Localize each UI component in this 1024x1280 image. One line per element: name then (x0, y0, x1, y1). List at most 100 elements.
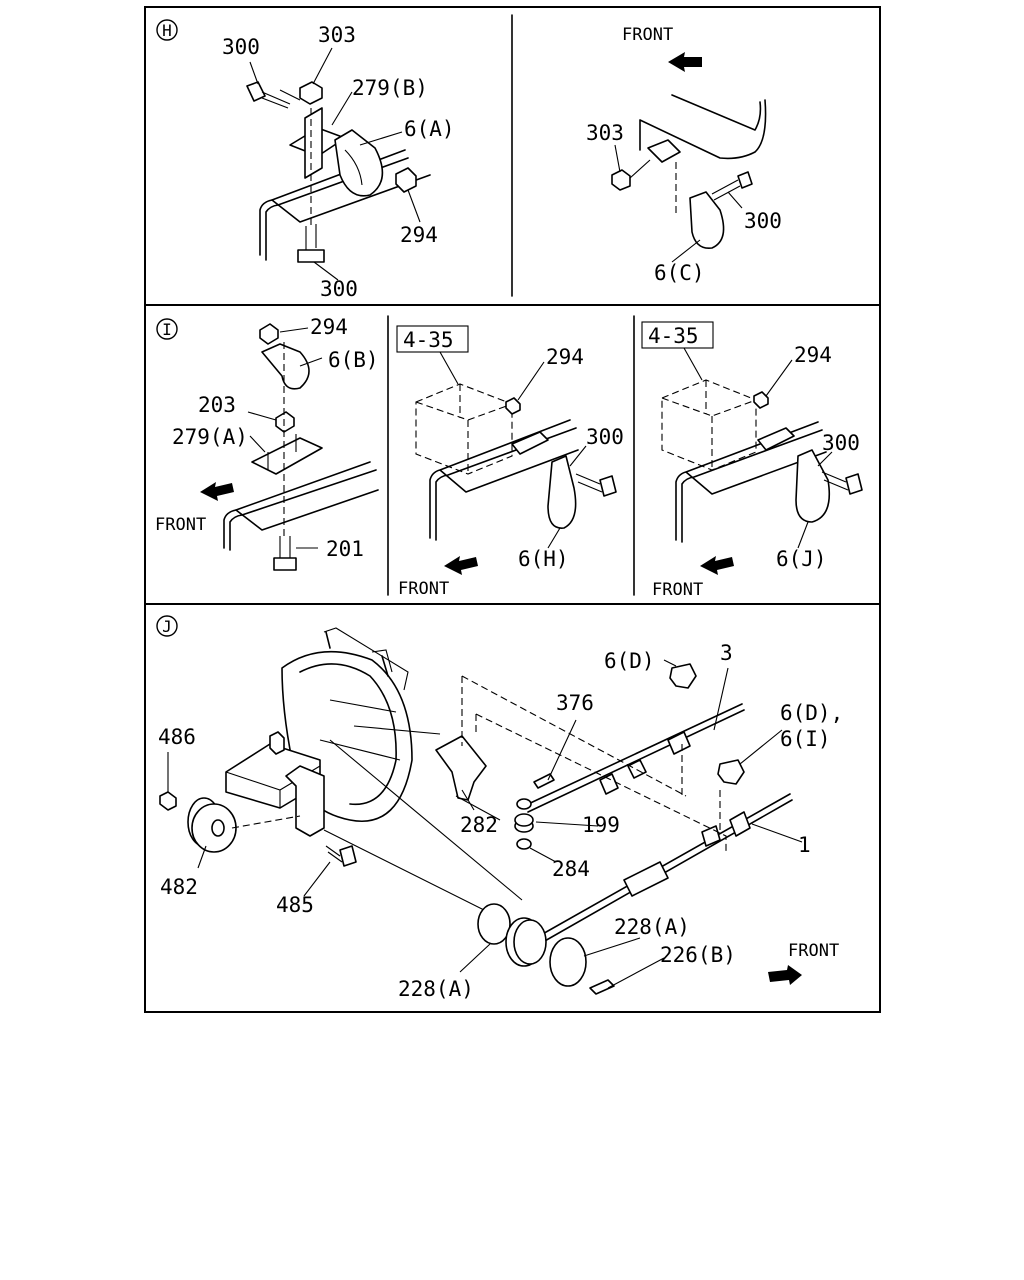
label-228a-left: 228(A) (398, 977, 474, 1001)
label-3: 3 (720, 641, 733, 665)
clip-6i-icon (717, 759, 745, 785)
front-arrow-icon (768, 965, 802, 985)
clip-376-icon (533, 773, 555, 789)
bracket-279b-upright (304, 107, 323, 179)
bushing-228a-icon (505, 917, 547, 967)
frame-rail (259, 149, 409, 261)
label-6d-comma: 6(D), (780, 701, 843, 725)
bolt-300-icon (246, 81, 291, 109)
nut-303-right-icon (611, 169, 631, 191)
front-arrow-icon (668, 52, 702, 72)
front-label-j: FRONT (788, 941, 839, 961)
front-label: FRONT (622, 25, 673, 45)
washer-228a-left-icon (477, 903, 511, 945)
label-294-i-mid: 294 (546, 345, 584, 369)
washer-284-icon (516, 838, 532, 850)
svg-text:I: I (162, 320, 172, 339)
frame-rail-edge (271, 174, 431, 223)
bolt-201-icon (273, 536, 297, 571)
label-228a-right: 228(A) (614, 915, 690, 939)
front-label-i-mid: FRONT (398, 579, 449, 599)
bracket-right (647, 139, 681, 163)
label-300-i-mid: 300 (586, 425, 624, 449)
label-203: 203 (198, 393, 236, 417)
nut-486-icon (159, 791, 177, 811)
front-label-i-right: FRONT (652, 580, 703, 600)
label-485: 485 (276, 893, 314, 917)
label-303: 303 (318, 23, 356, 47)
stud-486-icon (269, 731, 285, 755)
label-284: 284 (552, 857, 590, 881)
front-arrow-icon (200, 482, 234, 501)
label-486: 486 (158, 725, 196, 749)
lever-bracket (285, 765, 325, 837)
frame-rail-i-right (675, 421, 827, 543)
ref-4-35-right: 4-35 (648, 324, 699, 348)
label-6h: 6(H) (518, 547, 569, 571)
label-6d: 6(D) (604, 649, 655, 673)
bushing-199-icon (514, 813, 534, 833)
label-6a: 6(A) (404, 117, 455, 141)
pulley-482-icon (187, 797, 237, 853)
washer-228a-right-icon (549, 937, 587, 987)
label-294: 294 (400, 223, 438, 247)
cable-3-fitting-a (599, 773, 619, 795)
bolt-300-lower-icon (297, 224, 325, 263)
bolt-300-right-icon (711, 171, 753, 201)
nut-294-icon (395, 167, 417, 193)
battery-box-phantom-right (661, 379, 757, 471)
bolt-300-i-right-icon (821, 471, 863, 495)
cable-1-fitting (729, 811, 751, 837)
stud-icon (267, 434, 297, 470)
label-300: 300 (222, 35, 260, 59)
label-6b: 6(B) (328, 348, 379, 372)
bracket-279a (251, 437, 323, 475)
clip-6d-icon (669, 663, 697, 689)
frame-rail-i (223, 461, 377, 551)
label-300-right: 300 (744, 209, 782, 233)
section-marker-i: I (156, 318, 178, 340)
battery-box-phantom (415, 383, 513, 475)
cable-3-fitting-b (627, 759, 647, 779)
cable-3 (523, 703, 745, 813)
washer-icon (516, 798, 532, 810)
svg-text:J: J (162, 617, 172, 636)
ref-box-4-35 (396, 325, 469, 353)
nut-294-i-right-icon (753, 391, 769, 409)
bracket-i-right (757, 427, 795, 451)
cable-1-sleeve (623, 861, 669, 897)
nut-294-i-icon (259, 323, 279, 345)
pin-226b-icon (589, 979, 615, 995)
clip-6j (795, 449, 831, 523)
label-300-lower: 300 (320, 277, 358, 301)
cable-3-fitting-c (667, 731, 691, 755)
clip-6h (547, 455, 577, 529)
label-201: 201 (326, 537, 364, 561)
bolt-485-icon (325, 845, 357, 867)
ref-box-4-35-right (641, 321, 714, 349)
diagram-frame (144, 6, 881, 1013)
section-h: H 300 303 279(B) 6(A) 294 (156, 19, 782, 301)
label-279a: 279(A) (172, 425, 248, 449)
front-label-i-left: FRONT (155, 515, 206, 535)
frame-rail-i-mid (429, 419, 579, 541)
section-j: J (156, 615, 843, 1001)
label-282: 282 (460, 813, 498, 837)
label-376: 376 (556, 691, 594, 715)
nut-303-icon (299, 81, 323, 105)
label-6j: 6(J) (776, 547, 827, 571)
label-1: 1 (798, 833, 811, 857)
label-199: 199 (582, 813, 620, 837)
label-226b: 226(B) (660, 943, 736, 967)
label-294-i: 294 (310, 315, 348, 339)
label-6c: 6(C) (654, 261, 705, 285)
label-294-i-right: 294 (794, 343, 832, 367)
section-i: I 294 6(B) 203 279(A) FRONT 201 4-35 (155, 315, 863, 600)
clip-6b (261, 343, 310, 390)
nut-203-icon (275, 411, 295, 433)
tank-body (639, 94, 767, 160)
front-arrow-icon (700, 556, 734, 575)
label-279b: 279(B) (352, 76, 428, 100)
label-300-i-right: 300 (822, 431, 860, 455)
